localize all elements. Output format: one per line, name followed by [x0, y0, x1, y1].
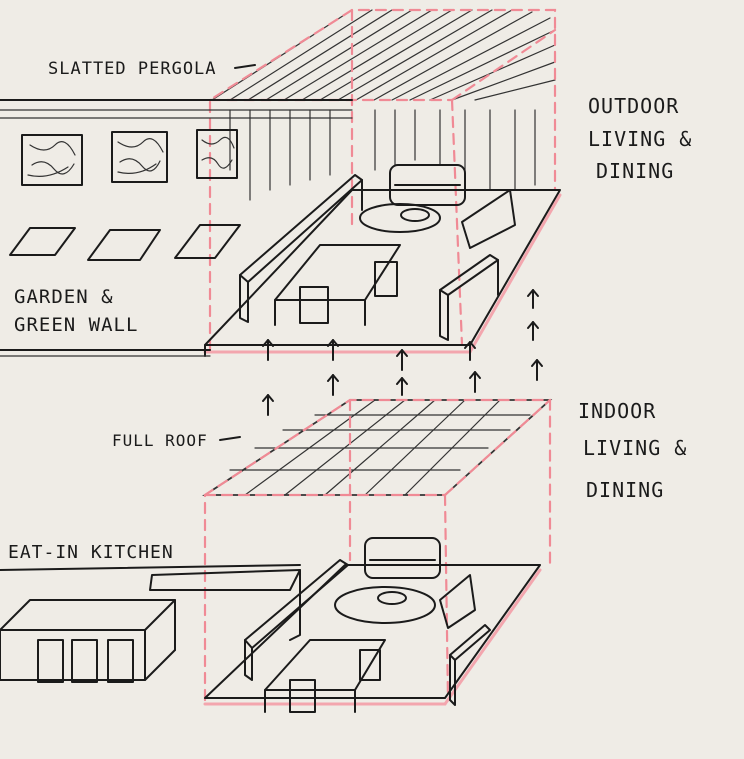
label-full-roof: FULL ROOF	[112, 431, 208, 450]
label-eat-in-kitchen: EAT-IN KITCHEN	[8, 542, 174, 563]
label-indoor: INDOOR	[578, 399, 656, 423]
label-indoor-living: LIVING &	[583, 436, 687, 460]
label-garden: GARDEN &	[14, 286, 114, 308]
label-outdoor-dining: DINING	[596, 159, 674, 183]
label-outdoor-living: LIVING &	[588, 127, 692, 151]
label-slatted-pergola: SLATTED PERGOLA	[48, 59, 217, 79]
label-indoor-dining: DINING	[586, 478, 664, 502]
label-green-wall: GREEN WALL	[14, 314, 138, 336]
label-outdoor: OUTDOOR	[588, 94, 679, 118]
